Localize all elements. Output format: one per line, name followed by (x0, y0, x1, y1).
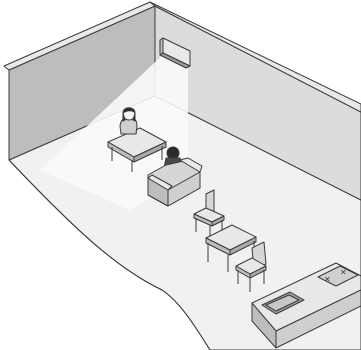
sink (261, 291, 305, 315)
dining-table (107, 127, 167, 172)
burner-left-icon: ✕ (324, 275, 331, 284)
person-at-table (119, 107, 138, 135)
back-wall-top (149, 1, 361, 113)
burner-right-icon: ✕ (340, 268, 347, 277)
armchair (147, 157, 203, 207)
stove: ✕ ✕ (317, 265, 359, 287)
chair-back (235, 241, 267, 292)
chair-front (193, 189, 225, 240)
floor-edge (8, 159, 211, 350)
air-conditioner-unit (159, 37, 191, 69)
light-beam (40, 52, 188, 210)
